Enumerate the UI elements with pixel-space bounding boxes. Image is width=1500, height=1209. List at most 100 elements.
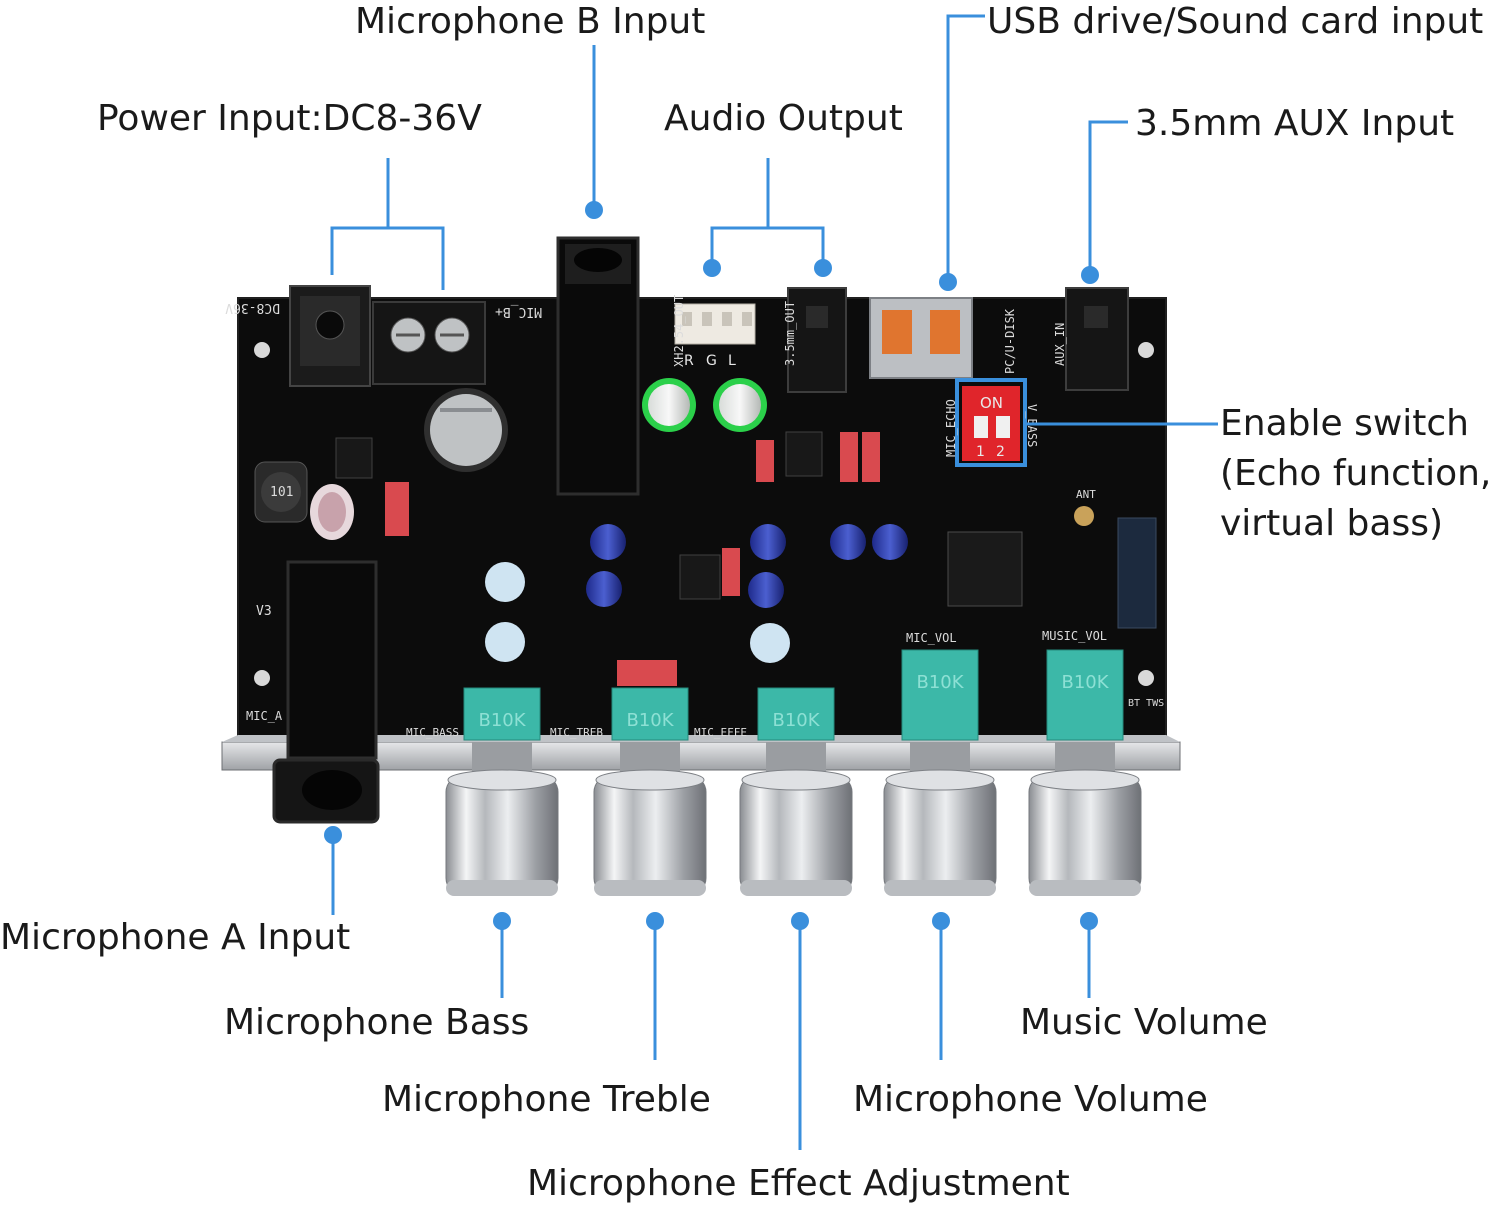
silk-inductor: 101 [270, 485, 293, 500]
dc-power-jack [289, 285, 371, 387]
callout-audio-output: Audio Output [664, 98, 903, 139]
bluetooth-antenna-module [1117, 517, 1157, 629]
potentiometers: B10K B10K B10K B10K B10K [463, 649, 1124, 741]
mounting-hole [254, 670, 270, 686]
callout-mic-effect: Microphone Effect Adjustment [527, 1163, 1070, 1204]
silk-mic-bass: MIC_BASS [406, 726, 459, 739]
dot-usb [939, 273, 957, 291]
callout-music-volume: Music Volume [1020, 1002, 1268, 1043]
silk-dip-1: 1 [976, 444, 985, 460]
leader-power-input [330, 158, 390, 275]
knob[interactable] [1028, 742, 1142, 896]
callout-enable-switch-1: Enable switch [1220, 403, 1469, 444]
dot-mic-a [324, 826, 342, 844]
dot-audio-l [703, 259, 721, 277]
potentiometer: B10K [1046, 649, 1124, 741]
dot-mic-bass [493, 912, 511, 930]
usb-port [869, 297, 973, 379]
callout-power-input: Power Input:DC8-36V [97, 98, 482, 139]
callout-mic-a-input: Microphone A Input [0, 917, 351, 958]
inductor [254, 461, 308, 523]
knob[interactable] [445, 742, 559, 896]
mounting-hole [1138, 670, 1154, 686]
silk-mic-treb: MIC_TREB [550, 726, 603, 739]
silk-mic-a: MIC_A [246, 709, 283, 723]
xh-output-header [674, 303, 756, 345]
callout-aux-input: 3.5mm AUX Input [1135, 103, 1455, 144]
knob[interactable] [739, 742, 853, 896]
ic-chip [679, 554, 721, 600]
silk-pc-udisk: PC/U-DISK [1003, 308, 1017, 374]
film-capacitor [617, 660, 677, 686]
pot-value-label: B10K [916, 672, 964, 693]
filter-capacitor [424, 388, 508, 472]
potentiometer: B10K [463, 687, 541, 741]
silk-music-vol: MUSIC_VOL [1042, 629, 1107, 643]
silk-35mm-out: 3.5mm_OUT [783, 301, 797, 366]
bluetooth-chip [947, 531, 1023, 607]
silk-xh-out: XH2.54_OUT [672, 295, 686, 367]
mic-a-jack [272, 560, 380, 824]
pot-value-label: B10K [772, 710, 820, 731]
control-knobs [445, 742, 1142, 896]
dot-mic-treble [646, 912, 664, 930]
mounting-hole [254, 342, 270, 358]
output-capacitors [642, 378, 767, 432]
film-capacitor [722, 548, 740, 596]
silk-aux-in: AUX_IN [1053, 323, 1067, 366]
ic-chip [785, 431, 823, 477]
silk-dip-on: ON [980, 394, 1003, 412]
callout-mic-bass: Microphone Bass [224, 1002, 530, 1043]
callout-mic-volume: Microphone Volume [853, 1079, 1208, 1120]
silk-ant: ANT [1076, 488, 1096, 501]
mounting-hole [1138, 342, 1154, 358]
film-capacitor [756, 440, 774, 482]
white-capacitors [485, 562, 790, 663]
leader-dots [324, 201, 1099, 930]
dot-mic-effect [791, 912, 809, 930]
silk-mic-vol: MIC_VOL [906, 631, 957, 645]
leader-usb [946, 14, 985, 282]
leader-lines [330, 14, 1218, 1150]
silk-v-bass: V_BASS [1025, 404, 1039, 447]
aux-jack [1065, 287, 1129, 391]
silk-rgl-l: L [728, 353, 736, 369]
silk-dip-2: 2 [996, 444, 1005, 460]
potentiometer: B10K [611, 687, 689, 741]
silk-rgl-r: R [684, 353, 694, 369]
dot-aux [1081, 266, 1099, 284]
headphone-out-jack [787, 287, 847, 393]
silk-mic-effe: MIC_EFFE [694, 726, 747, 739]
silk-rgl-g: G [706, 353, 717, 369]
callout-enable-switch-3: virtual bass) [1220, 503, 1444, 544]
leader-aux [1088, 120, 1128, 275]
callout-mic-treble: Microphone Treble [382, 1079, 711, 1120]
leader-audio-output [710, 158, 770, 268]
dip-switch [955, 378, 1027, 467]
knob[interactable] [883, 742, 997, 896]
antenna-connector [1074, 506, 1094, 526]
silk-v3: V3 [256, 604, 272, 619]
silk-bt-tws: BT TWS [1128, 698, 1164, 709]
silk-mic-echo: MIC_ECHO [944, 399, 958, 457]
film-capacitor [840, 432, 858, 482]
ic-chip [335, 437, 373, 479]
silk-dc-label: DC8-36V [225, 300, 280, 315]
silk-mic-b: MIC_B+ [495, 304, 542, 319]
mic-b-jack [556, 236, 640, 496]
callout-enable-switch-2: (Echo function, [1220, 453, 1492, 494]
callout-usb-input: USB drive/Sound card input [987, 1, 1484, 42]
leader-power-input-branch [388, 226, 445, 290]
dot-music-volume [1080, 912, 1098, 930]
potentiometer: B10K [901, 649, 979, 741]
pot-value-label: B10K [478, 710, 526, 731]
knob[interactable] [593, 742, 707, 896]
power-capacitor [310, 484, 354, 540]
dot-mic-b [585, 201, 603, 219]
blue-capacitors [586, 524, 908, 608]
leader-audio-output-branch [768, 226, 825, 268]
callout-mic-b-input: Microphone B Input [355, 1, 706, 42]
screw-terminal [372, 301, 486, 385]
potentiometer: B10K [757, 687, 835, 741]
